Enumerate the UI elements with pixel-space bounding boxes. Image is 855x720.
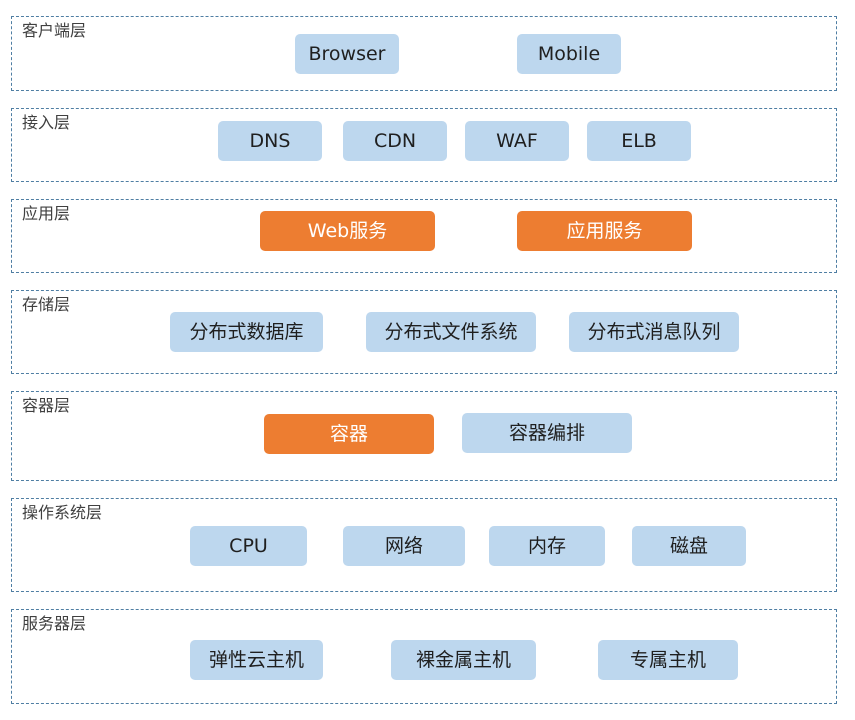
layer-client: 客户端层 Browser Mobile — [11, 16, 837, 91]
component-distributed-message-queue: 分布式消息队列 — [569, 312, 739, 352]
layer-label: 存储层 — [22, 295, 71, 314]
component-cpu: CPU — [190, 526, 307, 566]
layer-label: 操作系统层 — [22, 503, 103, 522]
component-elastic-cloud-host: 弹性云主机 — [190, 640, 323, 680]
component-disk: 磁盘 — [632, 526, 746, 566]
component-elb: ELB — [587, 121, 691, 161]
layer-label: 客户端层 — [22, 21, 87, 40]
component-waf: WAF — [465, 121, 569, 161]
layer-storage: 存储层 分布式数据库 分布式文件系统 分布式消息队列 — [11, 290, 837, 374]
component-dns: DNS — [218, 121, 322, 161]
layer-label: 容器层 — [22, 396, 71, 415]
component-bare-metal-host: 裸金属主机 — [391, 640, 536, 680]
component-memory: 内存 — [489, 526, 605, 566]
component-cdn: CDN — [343, 121, 447, 161]
component-web-service: Web服务 — [260, 211, 435, 251]
component-network: 网络 — [343, 526, 465, 566]
component-container-orchestration: 容器编排 — [462, 413, 632, 453]
layer-label: 应用层 — [22, 204, 71, 223]
component-mobile: Mobile — [517, 34, 621, 74]
layer-container: 容器层 容器 容器编排 — [11, 391, 837, 481]
layer-label: 接入层 — [22, 113, 71, 132]
layer-server: 服务器层 弹性云主机 裸金属主机 专属主机 — [11, 609, 837, 704]
layer-label: 服务器层 — [22, 614, 87, 633]
component-app-service: 应用服务 — [517, 211, 692, 251]
component-browser: Browser — [295, 34, 399, 74]
layer-application: 应用层 Web服务 应用服务 — [11, 199, 837, 273]
layer-os: 操作系统层 CPU 网络 内存 磁盘 — [11, 498, 837, 592]
component-distributed-database: 分布式数据库 — [170, 312, 323, 352]
layer-access: 接入层 DNS CDN WAF ELB — [11, 108, 837, 182]
component-container: 容器 — [264, 414, 434, 454]
component-dedicated-host: 专属主机 — [598, 640, 738, 680]
component-distributed-filesystem: 分布式文件系统 — [366, 312, 536, 352]
